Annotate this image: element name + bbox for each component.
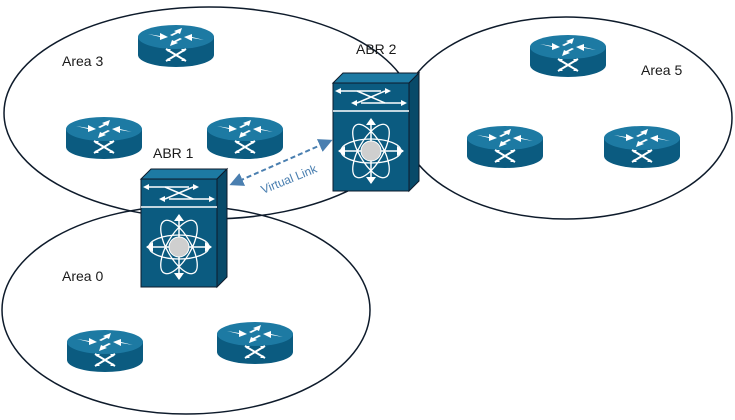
router-icon [66, 329, 144, 373]
router-icon [206, 116, 284, 160]
router-icon [466, 125, 544, 169]
router-icon [137, 24, 215, 68]
router-icon [216, 321, 294, 365]
virtual-link-arrow [229, 139, 333, 186]
layer3-switch-icon [140, 168, 228, 288]
layer3-switch-icon [332, 72, 420, 192]
area5-label: Area 5 [641, 62, 682, 78]
area3-label: Area 3 [62, 53, 103, 69]
router-icon [603, 125, 681, 169]
abr1-label: ABR 1 [153, 145, 194, 161]
virtual-link-label: Virtual Link [259, 161, 320, 197]
area0-label: Area 0 [62, 268, 103, 284]
router-icon [65, 116, 143, 160]
abr2-label: ABR 2 [356, 41, 397, 57]
router-icon [529, 34, 607, 78]
